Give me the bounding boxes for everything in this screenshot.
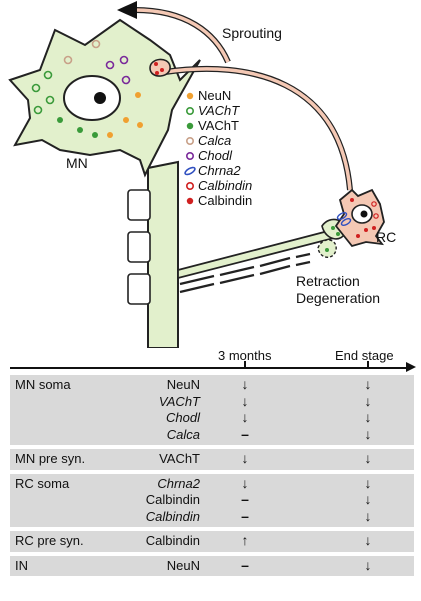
legend-marker [186,152,195,161]
mn-markers [31,39,143,138]
mn-axon [147,160,179,348]
value-end-stage: ↓ [364,392,372,409]
value-3-months: ↓ [241,409,249,425]
legend-marker [186,137,195,146]
table-group: MN pre syn. VAChT ↓ ↓ [10,449,414,470]
legend-marker [186,92,194,100]
row-label: Calca [166,426,200,442]
rc-markers [336,198,379,238]
value-end-stage: ↓ [364,425,372,442]
time-axis [10,367,410,369]
group-name: MN pre syn. [15,451,86,466]
legend-label: Chodl [198,148,233,163]
legend-label: Calbindin [198,178,252,193]
value-3-months: – [241,507,249,524]
value-end-stage: ↓ [364,474,372,491]
legend: NeuNVAChTVAChTCalcaChodlChrna2CalbindinC… [184,88,252,208]
rc-presynapse [149,58,171,77]
value-3-months: ↑ [241,532,249,548]
value-3-months: ↓ [241,376,249,392]
row-label: Calbindin [145,508,200,524]
row-label: Chrna2 [157,475,200,491]
value-end-stage: ↓ [364,376,372,392]
row-label: Calbindin [145,533,200,548]
table-group: IN NeuN – ↓ [10,555,414,576]
row-label: VAChT [158,393,200,409]
row-label: NeuN [166,557,200,573]
legend-marker [186,182,195,191]
degeneration-label: Degeneration [296,290,380,306]
value-end-stage: ↓ [364,409,372,425]
group-name: MN soma [15,377,71,392]
myelin-segments [127,189,151,305]
mn-label: MN [66,155,88,171]
table-group: RC pre syn. Calbindin ↑ ↓ [10,531,414,552]
sprouting-arrowhead [117,1,137,19]
value-end-stage: ↓ [364,556,372,573]
legend-label: Calca [198,133,231,148]
legend-marker [186,197,194,205]
value-end-stage: ↓ [364,450,372,466]
value-3-months: ↓ [241,392,249,409]
value-3-months: – [241,491,249,507]
value-end-stage: ↓ [364,491,372,507]
legend-label: Chrna2 [198,163,241,178]
legend-marker [184,166,196,176]
col-header-end-stage: End stage [335,348,394,363]
mn-nucleolus [94,92,106,104]
legend-label: VAChT [198,103,240,118]
value-3-months: ↓ [241,474,249,491]
mn-nucleus [63,75,121,121]
legend-label: NeuN [198,88,231,103]
value-end-stage: ↓ [364,532,372,548]
value-3-months: – [241,556,249,573]
legend-label: Calbindin [198,193,252,208]
rc-label: RC [376,229,396,245]
time-axis-arrowhead [406,362,416,372]
col-header-3-months: 3 months [218,348,272,363]
value-end-stage: ↓ [364,507,372,524]
value-3-months: – [241,425,249,442]
legend-label: VAChT [198,118,239,133]
neuron-diagram: Sprouting MN RC Retraction Degeneration … [8,1,396,348]
group-name: RC soma [15,475,70,491]
row-label: NeuN [166,377,200,392]
value-3-months: ↓ [241,450,249,466]
group-name: IN [15,557,28,573]
tick-end-stage [367,361,369,369]
retracting-collateral [179,252,311,294]
row-label: Calbindin [145,492,200,507]
group-name: RC pre syn. [15,533,84,548]
sprouting-label: Sprouting [222,25,282,41]
retraction-label: Retraction [296,273,360,289]
row-label: VAChT [159,451,200,466]
tick-3-months [244,361,246,369]
row-label: Chodl [166,410,200,425]
legend-marker [186,122,194,130]
mn-collateral [177,228,336,280]
legend-marker [186,107,195,116]
